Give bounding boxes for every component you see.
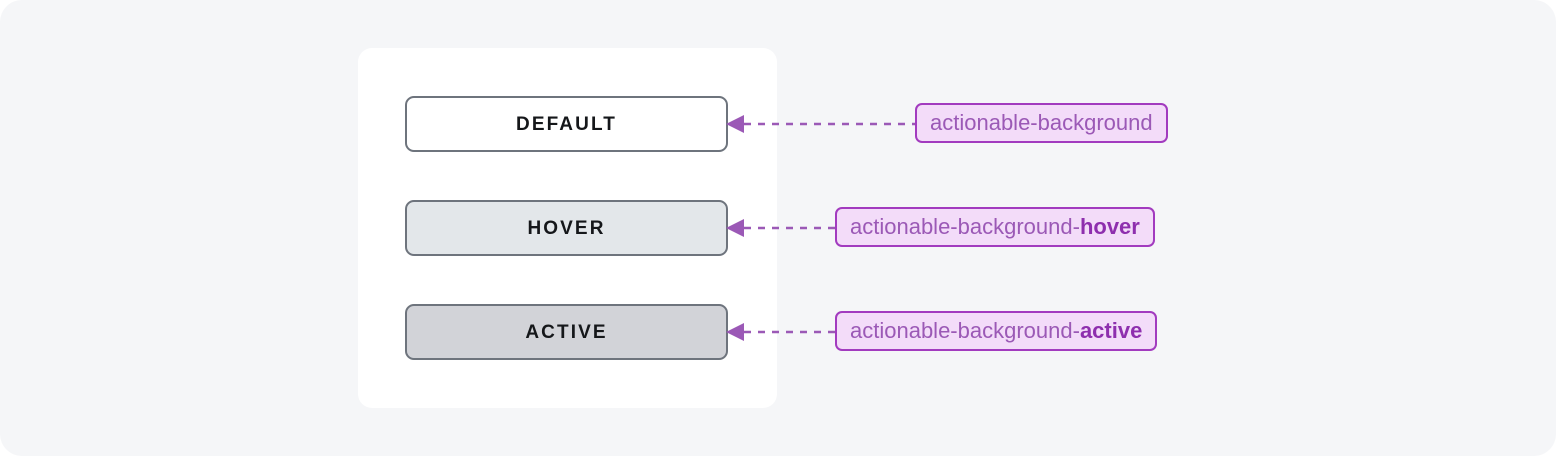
state-button-active-label: ACTIVE <box>525 321 608 343</box>
connector-arrow-active <box>726 320 838 344</box>
token-label-hover-suffix: hover <box>1079 214 1140 239</box>
state-button-active[interactable]: ACTIVE <box>405 304 728 360</box>
token-label-active-suffix: active <box>1079 318 1143 343</box>
connector-arrow-default <box>726 112 918 136</box>
state-button-hover-label: HOVER <box>527 217 606 239</box>
token-label-hover: actionable-background-hover <box>835 207 1155 247</box>
state-button-hover[interactable]: HOVER <box>405 200 728 256</box>
token-label-default: actionable-background <box>915 103 1168 143</box>
connector-arrow-hover <box>726 216 838 240</box>
token-label-active-base: actionable-background- <box>850 318 1080 343</box>
token-label-hover-base: actionable-background- <box>850 214 1080 239</box>
token-label-default-base: actionable-background <box>930 110 1153 135</box>
state-button-default[interactable]: DEFAULT <box>405 96 728 152</box>
state-button-default-label: DEFAULT <box>516 113 617 135</box>
token-label-active: actionable-background-active <box>835 311 1158 351</box>
